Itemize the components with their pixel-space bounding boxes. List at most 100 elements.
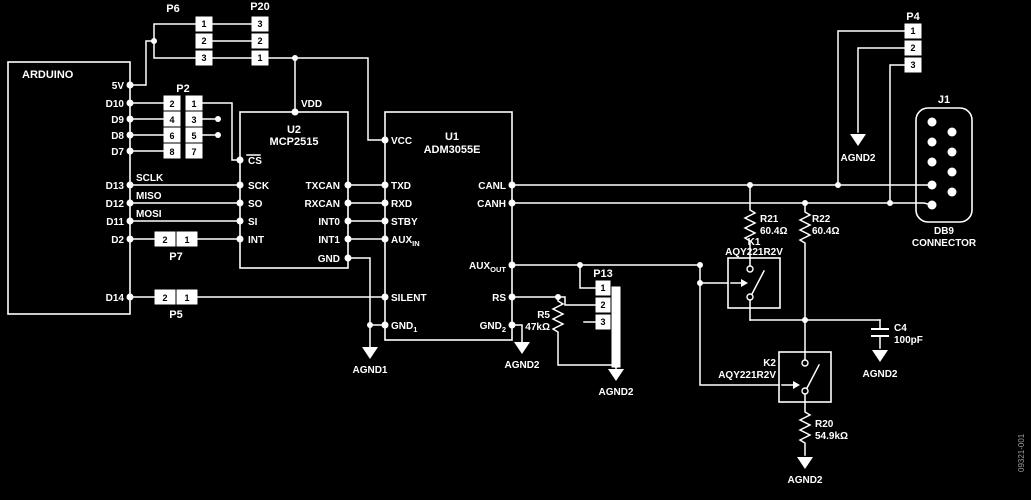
arduino-box <box>7 61 131 315</box>
agnd2-ground-icon <box>514 342 530 354</box>
arduino-pin-d14: D14 <box>106 293 125 304</box>
k2-ref: K2 <box>763 358 776 369</box>
u1-pin-gnd2-base: GND <box>480 321 502 332</box>
wire-p4-pin2 <box>857 47 906 133</box>
arduino-pin-d8: D8 <box>111 131 124 142</box>
u1-ref: U1 <box>445 131 459 143</box>
p13-pin-number: 1 <box>600 283 605 293</box>
p6-label: P6 <box>166 3 179 15</box>
p13-label: P13 <box>593 268 613 280</box>
p4-label: P4 <box>906 11 920 23</box>
u1-part: ADM3055E <box>424 144 481 156</box>
u2-pin-vdd: VDD <box>301 99 322 110</box>
component-bodies <box>7 61 973 403</box>
u2-part: MCP2515 <box>270 136 319 148</box>
k2-part: AQY221R2V <box>718 370 776 381</box>
u1-pin-aux-out-sub: OUT <box>490 265 506 274</box>
p2-pin-number: 4 <box>169 115 174 125</box>
j1-label: J1 <box>938 94 950 106</box>
wire-r22 <box>798 202 812 353</box>
db9-connector-body <box>915 107 973 223</box>
r5-value: 47kΩ <box>525 322 550 333</box>
p4-pin-number: 3 <box>910 60 915 70</box>
r22-ref: R22 <box>812 214 831 225</box>
c4-ref: C4 <box>894 323 907 334</box>
u1-pin-rs: RS <box>492 293 506 304</box>
u1-pin-txd: TXD <box>391 181 411 192</box>
u2-box <box>239 111 349 269</box>
k1-ref: K1 <box>748 237 761 248</box>
u2-pin-so: SO <box>248 199 263 210</box>
ground-symbols <box>362 134 888 469</box>
arduino-pin-d9: D9 <box>111 115 124 126</box>
agnd2-ground-icon <box>608 369 624 381</box>
wire-canh <box>511 202 933 206</box>
p20-pin-number: 1 <box>257 53 262 63</box>
u1-pin-gnd2-sub: 2 <box>502 325 506 334</box>
u1-pin-gnd1-base: GND <box>391 321 413 332</box>
p6-pin-number: 2 <box>201 36 206 46</box>
wire-r5 <box>551 296 617 370</box>
connector-pins <box>154 16 922 330</box>
net-sclk: SCLK <box>136 173 164 184</box>
k2-relay-symbol <box>781 351 821 403</box>
u2-ref: U2 <box>287 124 301 136</box>
p7-pin-number: 1 <box>184 235 189 245</box>
u2-pin-int1: INT1 <box>318 235 340 246</box>
r22-value: 60.4Ω <box>812 226 839 237</box>
u2-pin-txcan: TXCAN <box>306 181 340 192</box>
u1-box <box>384 111 513 341</box>
agnd2-ground-icon <box>850 134 866 146</box>
db9-pins <box>927 117 957 210</box>
net-mosi: MOSI <box>136 209 162 220</box>
wire-k2-control <box>699 282 780 386</box>
p2-pin-number: 1 <box>191 99 196 109</box>
ic-pin-dots <box>126 81 516 329</box>
p2-pin-number: 6 <box>169 131 174 141</box>
u2-pin-int0: INT0 <box>318 217 340 228</box>
wire-vcc-rail <box>267 57 386 141</box>
u2-pin-int: INT <box>248 235 264 246</box>
u1-pin-gnd2: GND2 <box>480 321 506 334</box>
figure-number-watermark: 09321-001 <box>1017 433 1026 472</box>
p5-pin-number: 2 <box>162 293 167 303</box>
labels: ARDUINO 5V D10 D9 D8 D7 D13 D12 D11 D2 D… <box>22 1 1026 486</box>
agnd2-ground-icon <box>797 457 813 469</box>
net-miso: MISO <box>136 191 162 202</box>
p2-pin-number: 2 <box>169 99 174 109</box>
p13-pin-number: 3 <box>600 317 605 327</box>
wire-p13-pin1 <box>579 264 597 289</box>
u1-pin-aux-in: AUXIN <box>391 235 420 248</box>
u1-pin-rxd: RXD <box>391 199 412 210</box>
wire-cs <box>201 102 241 161</box>
u1-pin-vcc: VCC <box>391 136 412 147</box>
p5-pin-number: 1 <box>184 293 189 303</box>
p7-pin-number: 2 <box>162 235 167 245</box>
u1-pin-canl: CANL <box>478 181 506 192</box>
p20-pin-number: 2 <box>257 36 262 46</box>
k1-part: AQY221R2V <box>725 247 783 258</box>
wire-p4-pin1 <box>837 30 906 186</box>
wire-k1-control <box>699 264 729 284</box>
p20-label: P20 <box>250 1 270 13</box>
arduino-pin-d11: D11 <box>106 217 124 228</box>
u1-pin-aux-out: AUXOUT <box>469 261 506 274</box>
wire-p4-pin3 <box>889 64 906 204</box>
p6-pin-number: 3 <box>201 53 206 63</box>
p13-pin-number: 2 <box>600 300 605 310</box>
u1-pin-canh: CANH <box>477 199 506 210</box>
p2-pin-number: 8 <box>169 147 174 157</box>
p4-pin-number: 1 <box>910 26 915 36</box>
agnd1-ground-icon <box>362 347 378 359</box>
u2-pin-gnd: GND <box>318 254 340 265</box>
junction-dots <box>151 38 893 368</box>
p13-jumper-shunt <box>611 286 621 368</box>
u2-pin-si: SI <box>248 217 258 228</box>
u2-pin-sck: SCK <box>248 181 270 192</box>
agnd2-ground-icon <box>872 350 888 362</box>
u1-pin-silent: SILENT <box>391 293 427 304</box>
arduino-pin-d7: D7 <box>111 147 124 158</box>
wire-5v <box>129 40 155 86</box>
